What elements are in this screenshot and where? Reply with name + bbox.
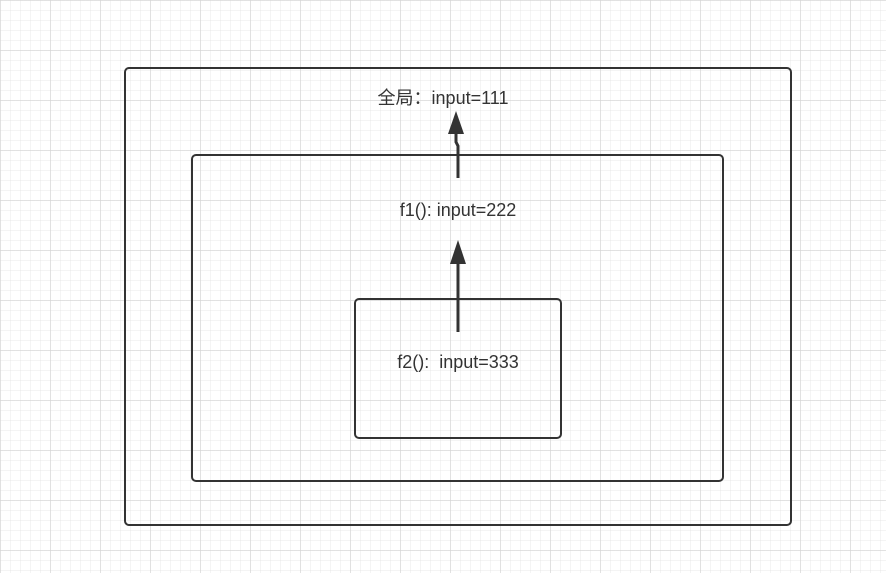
- global-scope-box: [124, 67, 792, 526]
- f1-scope-label: f1(): input=222: [399, 200, 517, 220]
- global-scope-label: 全局：input=111: [377, 88, 509, 108]
- f2-scope-label: f2(): input=333: [397, 352, 519, 372]
